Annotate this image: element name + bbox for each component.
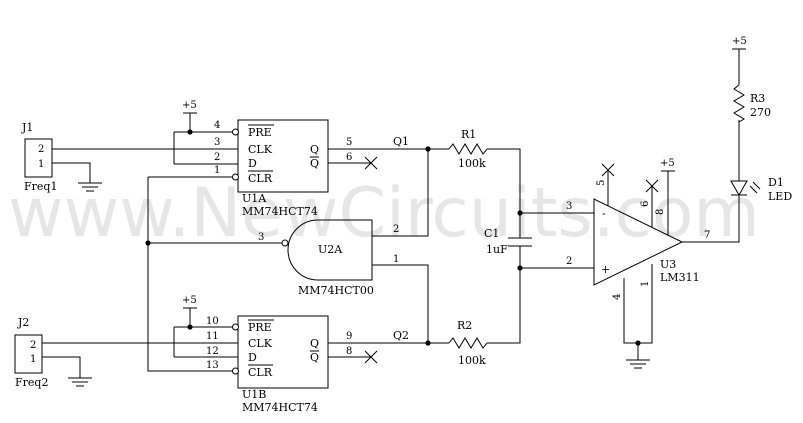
j2-ref: J2 bbox=[17, 316, 29, 329]
r3-value: 270 bbox=[750, 106, 771, 119]
u3-pin-inv: 3 bbox=[566, 201, 572, 212]
j1-label: Freq1 bbox=[24, 180, 57, 193]
r2-value: 100k bbox=[458, 354, 486, 367]
power-plus5-u1a: +5 bbox=[182, 100, 197, 132]
net-q1: Q1 bbox=[393, 135, 409, 148]
u1a-pin-qbar-label: Q bbox=[310, 157, 319, 170]
j1-ref: J1 bbox=[21, 121, 33, 134]
resistor-r3: R3 270 bbox=[733, 84, 771, 123]
no-connect-icon bbox=[364, 156, 378, 170]
comparator-u3: - + 3 2 U3 LM311 7 bbox=[566, 198, 710, 286]
u2a-part: MM74HCT00 bbox=[298, 284, 374, 297]
flip-flop-u1b: PRE CLK D CLR Q Q 10 11 12 13 U1B MM74HC… bbox=[174, 315, 329, 414]
u3-pin-vee: 4 bbox=[612, 294, 623, 300]
u1a-pin-clr-label: CLR bbox=[248, 172, 273, 185]
u1b-pin-clr-label: CLR bbox=[248, 366, 273, 379]
r2-ref: R2 bbox=[457, 319, 472, 332]
connector-j1: J1 2 1 Freq1 bbox=[21, 121, 57, 193]
u1b-pin-num-pre: 10 bbox=[206, 316, 219, 327]
u2a-pin-out: 3 bbox=[258, 232, 264, 243]
u3-sign-plus: + bbox=[601, 263, 610, 276]
u3-part: LM311 bbox=[660, 271, 700, 284]
d1-ref: D1 bbox=[768, 176, 784, 189]
u3-pin-out: 7 bbox=[704, 230, 710, 241]
u1a-part: MM74HCT74 bbox=[242, 205, 318, 218]
u2a-pin-in-b: 1 bbox=[393, 254, 399, 265]
u1a-vcc-label: +5 bbox=[182, 100, 197, 111]
u1b-pin-qbar-label: Q bbox=[310, 351, 319, 364]
connector-j2: J2 2 1 Freq2 bbox=[14, 316, 48, 389]
power-plus5-u1b: +5 bbox=[182, 295, 197, 327]
u1a-pin-d-label: D bbox=[248, 157, 257, 170]
flip-flop-u1a: PRE CLK D CLR Q Q 4 3 2 1 U1A MM74HCT74 bbox=[148, 119, 329, 218]
u1b-pin-clk-label: CLK bbox=[248, 337, 273, 350]
power-plus5-u3: +5 bbox=[660, 158, 675, 172]
j1-pin1: 1 bbox=[38, 159, 44, 170]
u1a-pin-num-clr: 1 bbox=[214, 165, 220, 176]
u3-pin-strobe: 6 bbox=[640, 201, 651, 207]
u3-pin-gnd: 1 bbox=[640, 281, 651, 287]
j2-pin1: 1 bbox=[30, 354, 36, 365]
u1b-pin-q-label: Q bbox=[310, 337, 319, 350]
no-connect-icon bbox=[601, 163, 615, 177]
r3-ref: R3 bbox=[750, 92, 765, 105]
u1b-pin-num-clk: 11 bbox=[206, 331, 219, 342]
u1b-pin-pre-label: PRE bbox=[248, 321, 272, 334]
led-vcc-label: +5 bbox=[732, 36, 747, 47]
u3-sign-minus: - bbox=[602, 207, 606, 220]
u1b-part: MM74HCT74 bbox=[242, 401, 318, 414]
no-connect-icon bbox=[364, 350, 378, 364]
j2-pin2: 2 bbox=[30, 340, 36, 351]
c1-ref: C1 bbox=[484, 227, 499, 240]
ground-icon bbox=[68, 377, 92, 387]
u1a-pin-num-qbar: 6 bbox=[346, 152, 352, 163]
power-plus5-led: +5 bbox=[732, 36, 747, 50]
u1b-pin-num-q: 9 bbox=[346, 331, 352, 342]
u1b-pin-d-label: D bbox=[248, 351, 257, 364]
u1a-pin-num-pre: 4 bbox=[214, 120, 220, 131]
u3-pin-vcc: 8 bbox=[655, 209, 666, 215]
u3-pin-noninv: 2 bbox=[566, 256, 572, 267]
u1a-pin-q-label: Q bbox=[310, 143, 319, 156]
u1b-vcc-label: +5 bbox=[182, 295, 197, 306]
u1a-pin-clk-label: CLK bbox=[248, 143, 273, 156]
watermark: www.NewCircuits.com bbox=[8, 174, 760, 253]
d1-value: LED bbox=[768, 190, 792, 203]
ground-icon bbox=[626, 359, 650, 369]
resistor-r2: R2 100k bbox=[448, 319, 488, 367]
net-q2: Q2 bbox=[393, 329, 409, 342]
j2-label: Freq2 bbox=[15, 376, 48, 389]
u2a-pin-in-a: 2 bbox=[393, 224, 399, 235]
ground-icon bbox=[78, 182, 102, 192]
u3-ref: U3 bbox=[660, 258, 676, 271]
u1a-ref: U1A bbox=[242, 192, 267, 205]
u1a-pin-num-q: 5 bbox=[346, 137, 352, 148]
j1-pin2: 2 bbox=[38, 144, 44, 155]
u1a-pin-num-clk: 3 bbox=[214, 137, 220, 148]
c1-value: 1uF bbox=[486, 243, 508, 256]
r1-ref: R1 bbox=[461, 128, 476, 141]
u1b-pin-num-clr: 13 bbox=[206, 360, 219, 371]
u1a-pin-num-d: 2 bbox=[214, 152, 220, 163]
resistor-r1: R1 100k bbox=[448, 128, 488, 170]
led-d1: D1 LED bbox=[730, 176, 792, 203]
no-connect-icon bbox=[645, 179, 659, 193]
u1a-pin-pre-label: PRE bbox=[248, 126, 272, 139]
capacitor-c1: C1 1uF bbox=[484, 213, 532, 268]
u1b-pin-num-d: 12 bbox=[206, 346, 219, 357]
u3-vcc-label: +5 bbox=[660, 158, 675, 169]
nand-gate-u2a: U2A MM74HCT00 2 1 3 bbox=[258, 219, 399, 297]
u1b-pin-num-qbar: 8 bbox=[346, 346, 352, 357]
u3-pin-bal: 5 bbox=[596, 180, 607, 186]
u1b-ref: U1B bbox=[242, 388, 266, 401]
u2a-ref: U2A bbox=[318, 243, 343, 256]
r1-value: 100k bbox=[458, 157, 486, 170]
